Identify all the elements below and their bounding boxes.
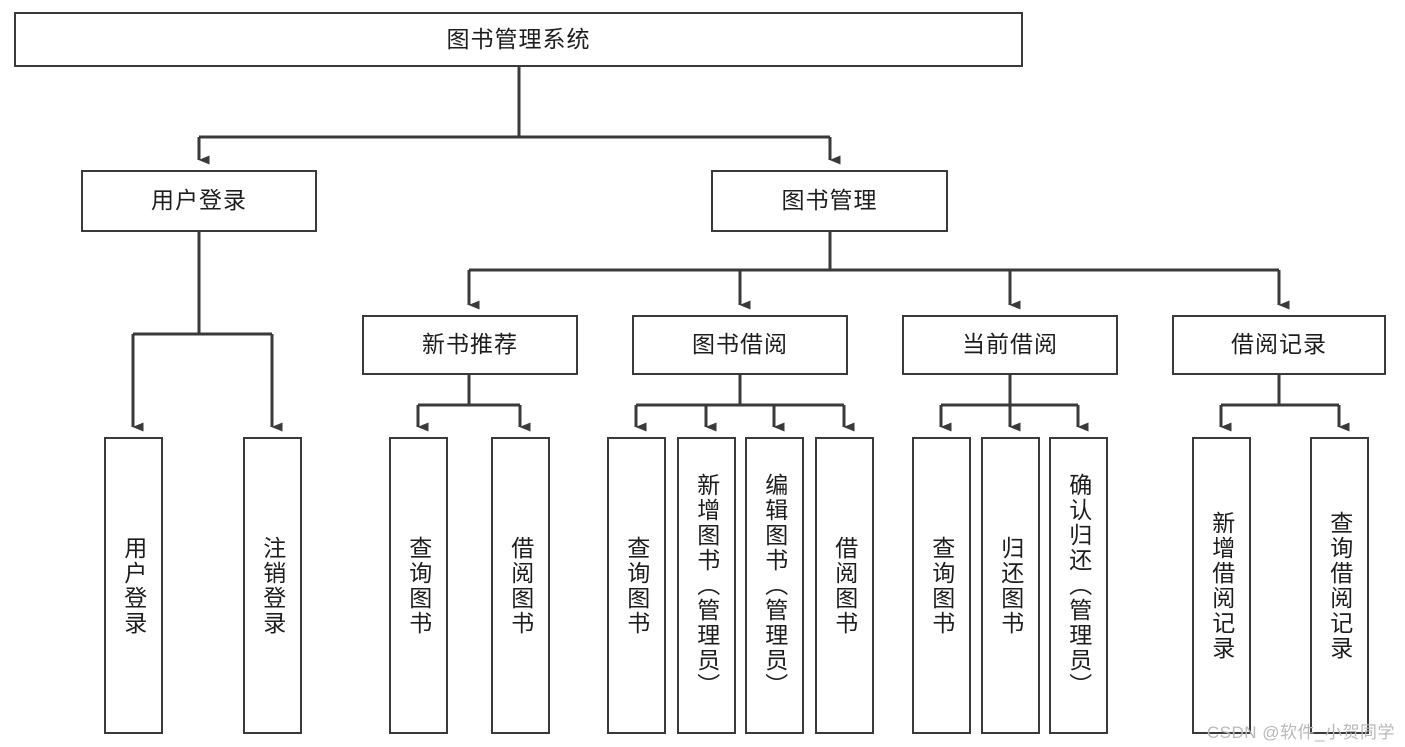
node-root-label: 图书管理系统 — [446, 25, 591, 52]
node-leaf-newbook-query[interactable]: 查询图书 — [389, 437, 448, 734]
node-leaf-borrow-edit-label: 编辑图书（管理员） — [761, 473, 788, 698]
node-current-borrow[interactable]: 当前借阅 — [902, 315, 1118, 375]
node-leaf-current-return[interactable]: 归还图书 — [981, 437, 1040, 734]
node-borrow-record-label: 借阅记录 — [1231, 331, 1327, 358]
node-leaf-current-query[interactable]: 查询图书 — [912, 437, 971, 734]
node-leaf-record-query[interactable]: 查询借阅记录 — [1310, 437, 1369, 734]
node-leaf-borrow-query[interactable]: 查询图书 — [607, 437, 666, 734]
node-leaf-logout-label: 注销登录 — [259, 535, 286, 636]
node-book-manage-label: 图书管理 — [781, 187, 878, 214]
node-leaf-current-return-label: 归还图书 — [997, 535, 1024, 636]
node-leaf-newbook-borrow[interactable]: 借阅图书 — [491, 437, 550, 734]
node-leaf-record-add[interactable]: 新增借阅记录 — [1192, 437, 1251, 734]
node-book-borrow[interactable]: 图书借阅 — [632, 315, 848, 375]
node-book-manage[interactable]: 图书管理 — [711, 170, 948, 232]
node-leaf-record-query-label: 查询借阅记录 — [1326, 510, 1353, 661]
node-leaf-borrow-do[interactable]: 借阅图书 — [815, 437, 874, 734]
node-new-book-rec[interactable]: 新书推荐 — [362, 315, 578, 375]
node-leaf-newbook-query-label: 查询图书 — [405, 535, 432, 636]
node-leaf-current-confirm[interactable]: 确认归还（管理员） — [1049, 437, 1108, 734]
node-root[interactable]: 图书管理系统 — [14, 12, 1023, 67]
node-current-borrow-label: 当前借阅 — [962, 331, 1058, 358]
node-leaf-borrow-query-label: 查询图书 — [623, 535, 650, 636]
node-user-login[interactable]: 用户登录 — [81, 170, 317, 232]
node-borrow-record[interactable]: 借阅记录 — [1172, 315, 1386, 375]
node-new-book-rec-label: 新书推荐 — [422, 331, 518, 358]
node-leaf-user-login-label: 用户登录 — [120, 535, 147, 636]
node-user-login-label: 用户登录 — [151, 187, 247, 214]
node-leaf-borrow-add-label: 新增图书（管理员） — [693, 473, 720, 698]
node-leaf-logout[interactable]: 注销登录 — [243, 437, 302, 734]
node-leaf-current-confirm-label: 确认归还（管理员） — [1065, 473, 1092, 698]
node-leaf-user-login[interactable]: 用户登录 — [104, 437, 163, 734]
node-leaf-borrow-edit[interactable]: 编辑图书（管理员） — [745, 437, 804, 734]
node-leaf-borrow-do-label: 借阅图书 — [831, 535, 858, 636]
node-leaf-newbook-borrow-label: 借阅图书 — [507, 535, 534, 636]
node-leaf-record-add-label: 新增借阅记录 — [1208, 510, 1235, 661]
node-leaf-current-query-label: 查询图书 — [928, 535, 955, 636]
node-leaf-borrow-add[interactable]: 新增图书（管理员） — [677, 437, 736, 734]
node-book-borrow-label: 图书借阅 — [692, 331, 788, 358]
